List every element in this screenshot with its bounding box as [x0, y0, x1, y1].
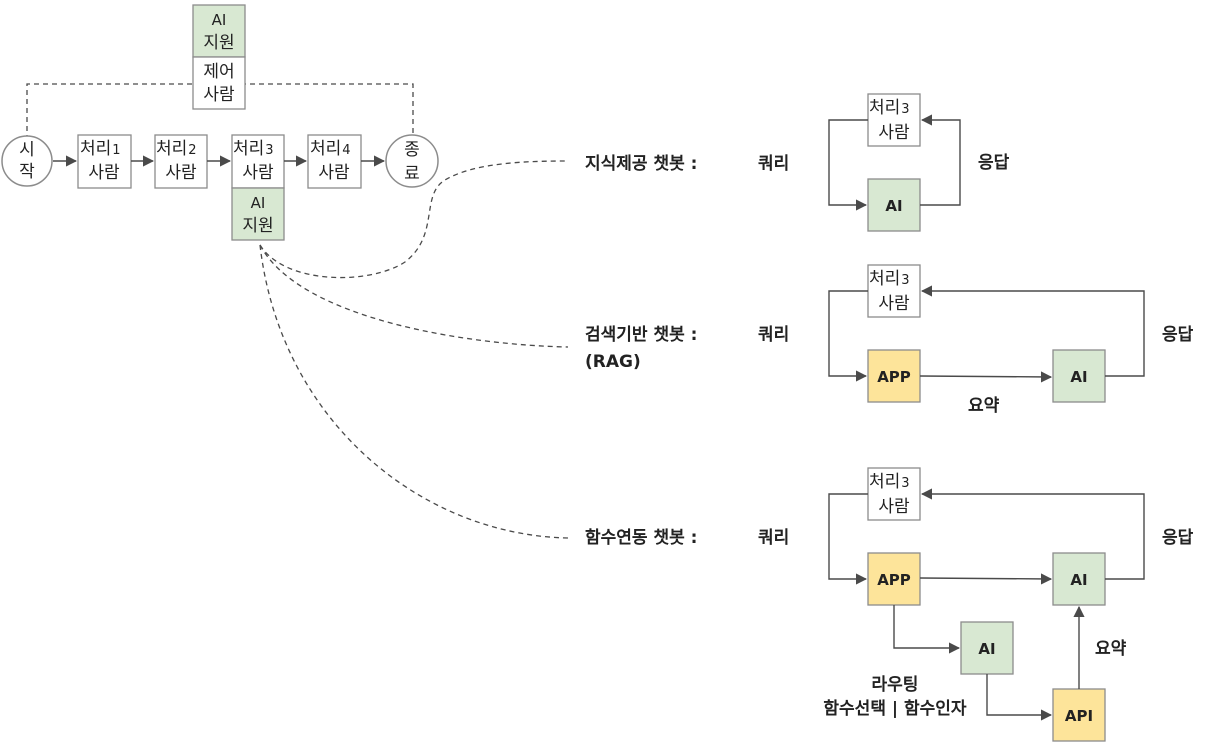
- start-node: [1, 135, 53, 187]
- ai-support-top-line2: 지원: [203, 33, 234, 53]
- connector-rag: [259, 244, 569, 348]
- chatbot-knowledge-response-arrow: [920, 114, 961, 206]
- chatbot-knowledge: 지식제공 챗봇 : 쿼리 응답 처리3 사람 AI: [585, 93, 1010, 232]
- chatbot-rag-summary: 요약: [968, 395, 1000, 416]
- process-flow: AI 지원 제어 사람 시 작 종 료 처리1 사람 처리2 사람 처리3 사람…: [1, 4, 439, 241]
- chatbot-rag-response: 응답: [1162, 325, 1194, 345]
- step-3-box: [231, 134, 285, 189]
- chatbot-rag-app-label: APP: [877, 368, 911, 386]
- ai-support-top-line1: AI: [212, 11, 227, 29]
- start-line1: 시: [19, 140, 35, 160]
- chatbot-function-routing-detail: 함수선택 | 함수인자: [823, 698, 967, 719]
- chatbot-rag-human-role: 사람: [878, 294, 910, 314]
- chatbot-function-api-box: [1052, 688, 1106, 742]
- step-3-title: 처리3: [233, 139, 274, 159]
- start-line2: 작: [19, 162, 35, 182]
- chatbot-rag-ai-label: AI: [1070, 368, 1087, 386]
- ai-support-bottom-line1: AI: [251, 194, 266, 212]
- chatbot-function-human-title: 처리3: [869, 472, 910, 492]
- chatbot-rag-response-arrow: [920, 285, 1145, 377]
- end-line2: 료: [404, 164, 420, 184]
- step-2-title: 처리2: [156, 139, 197, 159]
- chatbot-knowledge-name: 지식제공 챗봇 :: [585, 154, 697, 174]
- chatbot-function-human-box: [867, 467, 921, 521]
- end-node: [385, 134, 439, 188]
- chatbot-function-response-arrow: [920, 488, 1145, 580]
- chatbot-function-human-role: 사람: [878, 497, 910, 517]
- ai-support-bottom-line2: 지원: [242, 216, 273, 236]
- chatbot-knowledge-human-box: [867, 93, 921, 147]
- chatbot-knowledge-human-title: 처리3: [869, 98, 910, 118]
- step-4-role: 사람: [318, 163, 350, 183]
- chatbot-function-ai-box: [1052, 552, 1106, 606]
- step-4-box: [307, 134, 362, 189]
- dashed-connectors: [259, 160, 569, 539]
- control-human-line2: 사람: [203, 85, 235, 105]
- chatbot-knowledge-ai-box: [867, 178, 921, 232]
- chatbot-function-router-ai-label: AI: [978, 640, 995, 658]
- chatbot-function-query: 쿼리: [758, 528, 789, 548]
- chatbot-rag-human-box: [867, 264, 921, 318]
- chatbot-function-api-call-arrow: [986, 674, 1053, 721]
- connector-knowledge: [259, 160, 569, 279]
- step-1-box: [77, 134, 132, 189]
- ai-support-top-box: [192, 4, 246, 58]
- control-human-box: [192, 56, 246, 110]
- end-line1: 종: [404, 140, 420, 160]
- chatbot-knowledge-human-role: 사람: [878, 123, 910, 143]
- chatbot-rag: 검색기반 챗봇 : (RAG) 쿼리 응답 요약 처리3 사람 APP AI: [585, 264, 1194, 416]
- chatbot-rag-summary-arrow: [919, 371, 1053, 383]
- chatbot-function-app-ai-arrow: [919, 573, 1053, 585]
- chatbot-function-app-box: [867, 552, 921, 606]
- step-2-role: 사람: [165, 163, 197, 183]
- chatbot-knowledge-query: 쿼리: [758, 154, 789, 174]
- control-human-line1: 제어: [203, 62, 234, 82]
- chatbot-function-summary: 요약: [1095, 638, 1127, 659]
- chatbot-rag-name: 검색기반 챗봇 :: [585, 325, 697, 345]
- chatbot-function-app-label: APP: [877, 571, 911, 589]
- chatbot-function-query-arrow: [828, 493, 868, 585]
- chatbot-rag-subname: (RAG): [585, 352, 641, 372]
- chatbot-function-routing-arrow: [893, 605, 961, 654]
- step-1-role: 사람: [88, 163, 120, 183]
- step-3-role: 사람: [242, 163, 274, 183]
- chatbot-rag-ai-box: [1052, 349, 1106, 403]
- chatbot-rag-human-title: 처리3: [869, 269, 910, 289]
- chatbot-knowledge-response: 응답: [978, 153, 1010, 173]
- chatbot-rag-query-arrow: [828, 290, 868, 382]
- control-dashed-loop: [26, 83, 414, 140]
- step-1-title: 처리1: [80, 139, 121, 159]
- chatbot-function-api-label: API: [1065, 707, 1093, 725]
- chatbot-knowledge-ai-label: AI: [885, 197, 902, 215]
- chatbot-rag-query: 쿼리: [758, 325, 789, 345]
- chatbot-knowledge-query-arrow: [828, 119, 868, 211]
- step-2-box: [154, 134, 208, 189]
- chatbot-function-routing: 라우팅: [872, 675, 919, 695]
- chatbot-function: 함수연동 챗봇 : 쿼리 응답 요약 라우팅 함수선택 | 함수인자 처리3 사…: [585, 467, 1194, 742]
- chatbot-function-name: 함수연동 챗봇 :: [585, 527, 697, 548]
- ai-support-bottom-box: [231, 187, 285, 241]
- chatbot-function-ai-label: AI: [1070, 571, 1087, 589]
- step-4-title: 처리4: [310, 139, 351, 159]
- chatbot-function-response: 응답: [1162, 528, 1194, 548]
